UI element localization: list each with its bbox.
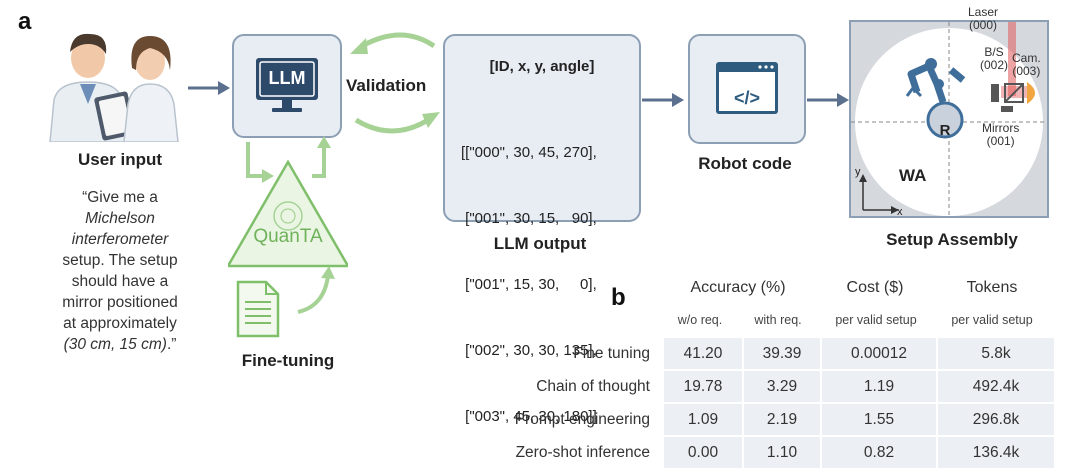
quote-italic-2: interferometer <box>71 231 169 248</box>
llm-output-code: [["000", 30, 45, 270], ["001", 30, 15, 9… <box>461 98 597 472</box>
method-cell: Fine tuning <box>480 338 664 371</box>
users-illustration <box>49 33 179 142</box>
axes-icon <box>859 174 899 214</box>
llm-output-header: [ID, x, y, angle] <box>489 58 595 75</box>
arrow-robot-to-setup <box>807 93 849 107</box>
table-row: Prompt engineering 1.09 2.19 1.55 296.8k <box>480 404 1054 437</box>
quanta-diagram <box>228 136 348 314</box>
tokens-cell: 136.4k <box>938 437 1054 470</box>
accuracy-header: Accuracy (%) <box>690 279 786 296</box>
bs-text: B/S <box>984 45 1004 59</box>
mirrors-label: Mirrors (001) <box>982 122 1019 148</box>
results-table: Fine tuning 41.20 39.39 0.00012 5.8k Cha… <box>480 338 1054 470</box>
setup-assembly-board: R WA y x <box>849 20 1049 218</box>
quote-line-5: should have a <box>71 273 169 290</box>
quote-line-7: at approximately <box>63 315 177 332</box>
cam-id: (003) <box>1012 64 1041 78</box>
with-req-cell: 3.29 <box>744 371 822 404</box>
tokens-subheader: per valid setup <box>951 313 1033 327</box>
quote-italic-1: Michelson <box>85 210 155 227</box>
arrow-user-to-llm <box>188 81 230 95</box>
laser-label: Laser (000) <box>968 6 998 32</box>
cost-cell: 1.55 <box>822 404 938 437</box>
code-window-icon <box>716 62 778 114</box>
code-line: [["000", 30, 45, 270], <box>461 144 597 161</box>
cost-cell: 1.19 <box>822 371 938 404</box>
llm-output-box: [ID, x, y, angle] [["000", 30, 45, 270],… <box>443 34 641 425</box>
table-row: Fine tuning 41.20 39.39 0.00012 5.8k <box>480 338 1054 371</box>
mirrors-text: Mirrors <box>982 121 1020 135</box>
monitor-icon <box>256 58 318 112</box>
cost-cell: 0.00012 <box>822 338 938 371</box>
cost-subheader: per valid setup <box>835 313 917 327</box>
code-icon-text: </> <box>733 88 761 108</box>
quote-coords: (30 cm, 15 cm) <box>63 336 167 353</box>
bs-label: B/S (002) <box>980 46 1008 72</box>
with-req-cell: 39.39 <box>744 338 822 371</box>
cam-label: Cam. (003) <box>1012 52 1041 78</box>
with-req-cell: 1.10 <box>744 437 822 470</box>
quanta-label: QuanTA <box>253 226 323 247</box>
panel-b-label: b <box>611 284 626 311</box>
with-req-cell: 2.19 <box>744 404 822 437</box>
cam-text: Cam. <box>1012 51 1041 65</box>
mirrors-id: (001) <box>986 134 1015 148</box>
robot-code-box: </> <box>688 34 806 144</box>
method-cell: Chain of thought <box>480 371 664 404</box>
method-cell: Prompt engineering <box>480 404 664 437</box>
user-input-quote: “Give me a Michelson interferometer setu… <box>40 187 200 355</box>
panel-a-label: a <box>18 8 32 35</box>
fine-tuning-label: Fine-tuning <box>241 351 335 370</box>
user-input-label: User input <box>77 150 163 169</box>
wo-req-cell: 41.20 <box>664 338 744 371</box>
axis-y-label: y <box>855 166 861 178</box>
laser-text: Laser <box>968 5 999 19</box>
axis-x-label: x <box>897 206 903 218</box>
llm-box: LLM <box>232 34 342 138</box>
validation-label: Validation <box>346 76 427 95</box>
wo-req-cell: 19.78 <box>664 371 744 404</box>
quote-line-1: “Give me a <box>82 189 158 206</box>
table-row: Zero-shot inference 0.00 1.10 0.82 136.4… <box>480 437 1054 470</box>
tokens-cell: 492.4k <box>938 371 1054 404</box>
tokens-header: Tokens <box>966 279 1018 296</box>
llm-screen-text: LLM <box>268 68 306 88</box>
cost-header: Cost ($) <box>846 279 904 296</box>
tokens-cell: 296.8k <box>938 404 1054 437</box>
robot-code-label: Robot code <box>698 154 792 173</box>
setup-assembly-label: Setup Assembly <box>886 230 1018 249</box>
code-line: ["001", 30, 15, 90], <box>461 210 597 227</box>
code-line: ["001", 15, 30, 0], <box>461 276 597 293</box>
code-line: ["003", 45, 30, 180]] <box>461 408 597 425</box>
work-area-label: WA <box>899 166 927 185</box>
quote-close: .” <box>166 336 177 353</box>
code-line: ["002", 30, 30, 135], <box>461 342 597 359</box>
validation-arrows <box>350 32 440 134</box>
setup-drawing <box>851 22 1047 216</box>
bs-id: (002) <box>980 58 1009 72</box>
document-icon <box>236 280 280 338</box>
with-req-header: with req. <box>754 313 802 327</box>
table-row: Chain of thought 19.78 3.29 1.19 492.4k <box>480 371 1054 404</box>
llm-output-label: LLM output <box>493 234 587 253</box>
robot-letter: R <box>939 122 951 139</box>
laser-id: (000) <box>969 18 998 32</box>
arrow-output-to-robot <box>642 93 684 107</box>
wo-req-header: w/o req. <box>677 313 723 327</box>
wo-req-cell: 1.09 <box>664 404 744 437</box>
quote-line-6: mirror positioned <box>62 294 178 311</box>
cost-cell: 0.82 <box>822 437 938 470</box>
quote-line-4: setup. The setup <box>62 252 178 269</box>
wo-req-cell: 0.00 <box>664 437 744 470</box>
method-cell: Zero-shot inference <box>480 437 664 470</box>
tokens-cell: 5.8k <box>938 338 1054 371</box>
